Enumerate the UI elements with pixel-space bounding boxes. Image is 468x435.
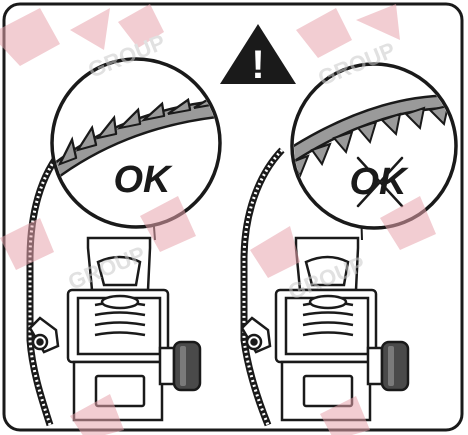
blade-teeth-correct-icon bbox=[54, 94, 218, 184]
warning-symbol: ! bbox=[251, 43, 264, 87]
right-detail-magnifier: OK bbox=[290, 62, 458, 230]
watermark-logo bbox=[0, 4, 164, 66]
watermark-logo bbox=[70, 394, 370, 435]
watermark-logo bbox=[296, 4, 400, 58]
right-tension-knob bbox=[366, 340, 410, 392]
right-panel: OK bbox=[240, 62, 458, 427]
cross-icon bbox=[356, 156, 404, 208]
left-ok-label: OK bbox=[114, 159, 174, 201]
warning-triangle-icon: ! bbox=[220, 24, 296, 87]
right-blade-strip bbox=[240, 147, 285, 427]
watermark-logo bbox=[250, 196, 436, 278]
left-saw-housing bbox=[28, 236, 170, 422]
watermark: GROUP GROUP GROUP GROUP bbox=[0, 4, 436, 435]
left-detail-magnifier: OK bbox=[50, 57, 222, 229]
watermark-logo bbox=[0, 196, 196, 270]
left-panel: OK bbox=[26, 57, 222, 427]
left-tension-knob bbox=[158, 340, 202, 392]
